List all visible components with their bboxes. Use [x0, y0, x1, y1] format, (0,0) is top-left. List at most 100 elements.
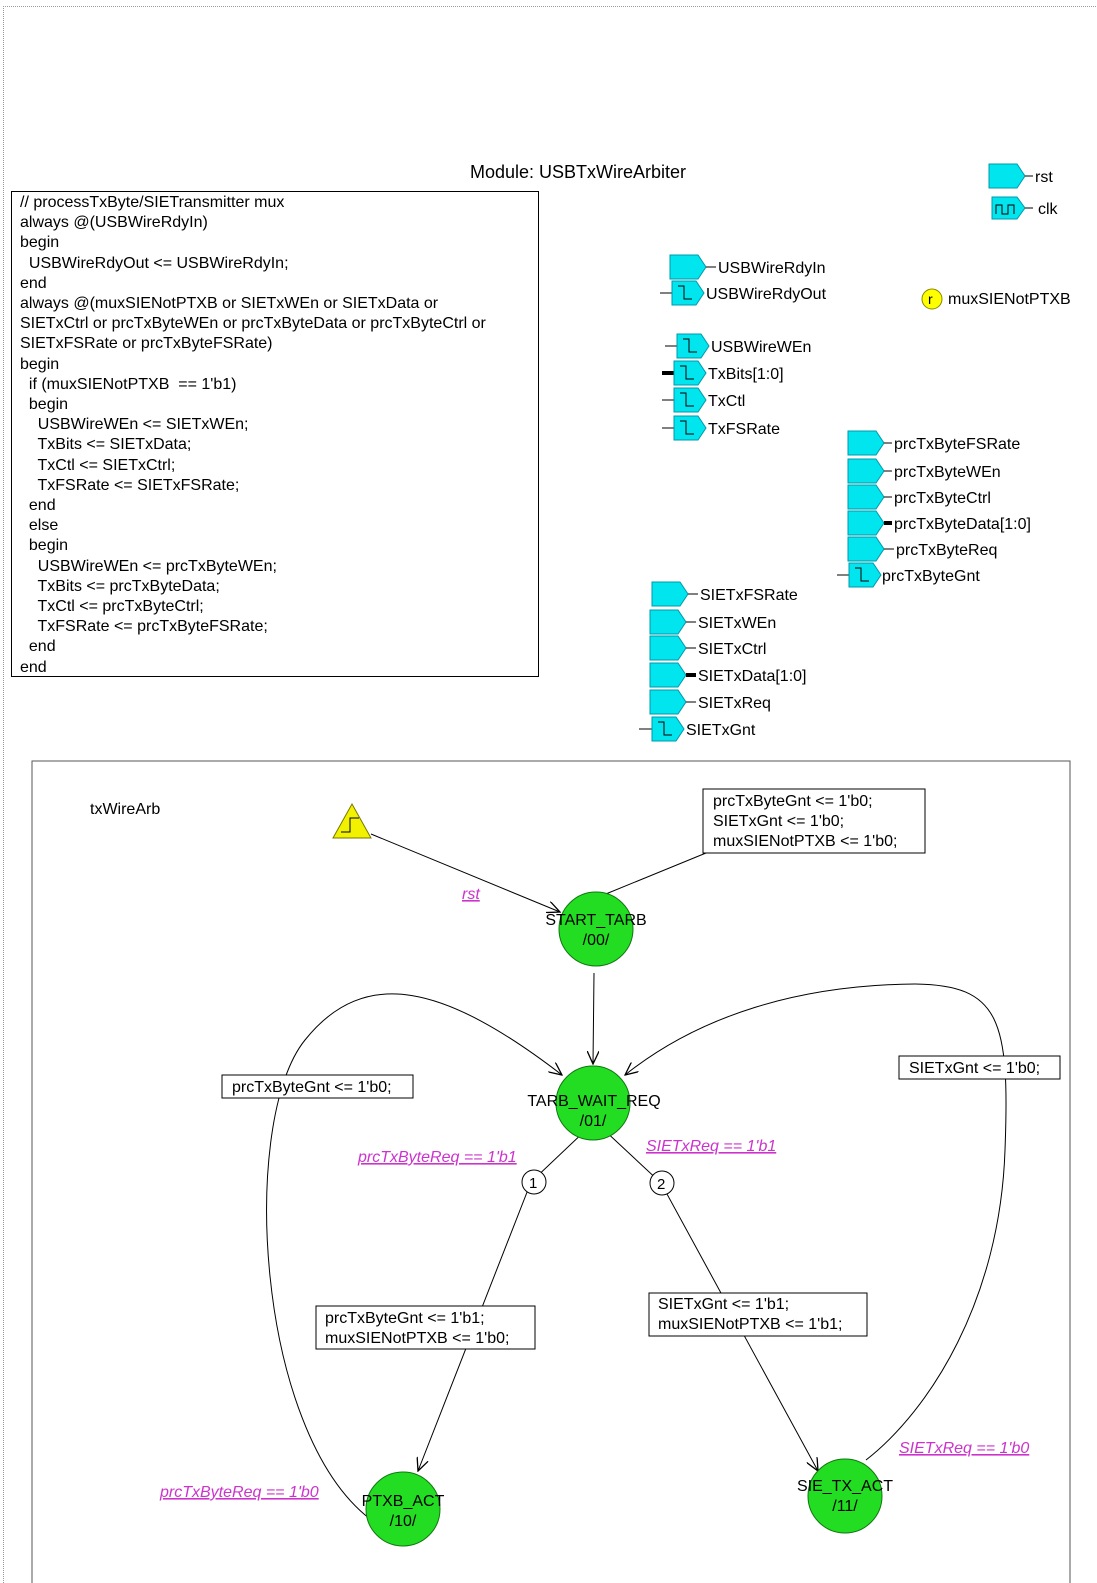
page-border: [3, 6, 1096, 1583]
port-label: USBWireRdyIn: [718, 260, 826, 277]
state-code: /01/: [580, 1113, 607, 1130]
prc-req-port: prcTxByteReq: [847, 536, 997, 562]
code-line: begin: [20, 537, 69, 555]
state-name: START_TARB: [545, 912, 646, 929]
prc-gnt-port: prcTxByteGnt: [837, 562, 980, 588]
sie-return-action-box: SIETxGnt <= 1'b0;: [898, 1055, 1061, 1080]
rst-port: rst: [988, 163, 1053, 189]
txctl-port: TxCtl: [662, 387, 745, 413]
state-ptxb-act: PTXB_ACT /10/: [362, 1471, 445, 1547]
code-line: USBWireWEn <= prcTxByteWEn;: [20, 557, 277, 575]
prc-fsrate-port: prcTxByteFSRate: [847, 430, 1020, 456]
port-label: SIETxCtrl: [698, 641, 766, 658]
register-badge-icon: [921, 288, 943, 310]
fsm-name: txWireArb: [90, 801, 160, 818]
port-label: rst: [1035, 169, 1053, 186]
action-line: SIETxGnt <= 1'b0;: [909, 1060, 1040, 1077]
state-name: SIE_TX_ACT: [797, 1478, 893, 1495]
port-label: clk: [1038, 201, 1059, 218]
code-line: TxFSRate <= SIETxFSRate;: [20, 476, 240, 494]
register-muxSIENotPTXB: r muxSIENotPTXB: [921, 288, 1071, 310]
ptxb-to-wait-transition: [266, 993, 562, 1520]
code-line: USBWireRdyOut <= USBWireRdyIn;: [20, 254, 289, 272]
sie-gnt-port: SIETxGnt: [639, 716, 756, 742]
code-line: else: [20, 517, 59, 535]
register-badge-letter: r: [928, 291, 933, 307]
txbits-port: TxBits[1:0]: [662, 360, 784, 386]
priority-1-marker: 1: [521, 1169, 547, 1195]
cond-prc-req: prcTxByteReq == 1'b1: [357, 1149, 517, 1166]
state-name: PTXB_ACT: [362, 1493, 445, 1510]
code-line: TxCtl <= SIETxCtrl;: [20, 456, 176, 474]
action-line: prcTxByteGnt <= 1'b0;: [713, 793, 873, 810]
state-code: /00/: [583, 932, 610, 949]
usbwire-rdyout-port: USBWireRdyOut: [660, 280, 827, 306]
state-sie-tx-act: SIE_TX_ACT /11/: [797, 1458, 893, 1534]
ptxb-return-action-box: prcTxByteGnt <= 1'b0;: [221, 1074, 414, 1099]
usbwire-wen-port: USBWireWEn: [665, 333, 811, 359]
prc-ctrl-port: prcTxByteCtrl: [847, 484, 991, 510]
ptxb-action-box: prcTxByteGnt <= 1'b1; muxSIENotPTXB <= 1…: [315, 1305, 536, 1350]
code-line: TxBits <= prcTxByteData;: [20, 577, 220, 595]
start-to-wait-transition: [593, 972, 594, 1064]
reset-action-link: [595, 852, 707, 899]
sie-fsrate-port: SIETxFSRate: [651, 581, 798, 607]
code-line: end: [20, 274, 47, 292]
prc-wen-port: prcTxByteWEn: [847, 458, 1001, 484]
state-name: TARB_WAIT_REQ: [527, 1093, 660, 1110]
reset-transition: [370, 833, 560, 912]
action-line: SIETxGnt <= 1'b1;: [658, 1296, 789, 1313]
action-line: muxSIENotPTXB <= 1'b0;: [713, 833, 897, 850]
code-line: USBWireWEn <= SIETxWEn;: [20, 416, 249, 434]
action-line: muxSIENotPTXB <= 1'b0;: [325, 1330, 509, 1347]
code-line: begin: [20, 396, 69, 414]
reset-action-box: prcTxByteGnt <= 1'b0; SIETxGnt <= 1'b0; …: [702, 788, 926, 854]
code-line: end: [20, 638, 56, 656]
prc-data-port: prcTxByteData[1:0]: [847, 510, 1031, 536]
code-line: SIETxCtrl or prcTxByteWEn or prcTxByteDa…: [20, 315, 486, 333]
port-label: SIETxWEn: [698, 615, 776, 632]
usbwire-rdyin-port: USBWireRdyIn: [669, 254, 826, 280]
code-line: begin: [20, 234, 60, 252]
code-line: end: [20, 497, 56, 515]
fsm-frame: [31, 760, 1071, 1583]
cond-sie-req: SIETxReq == 1'b1: [646, 1138, 776, 1155]
action-line: SIETxGnt <= 1'b0;: [713, 813, 844, 830]
reset-symbol: [332, 802, 372, 839]
code-line: always @(muxSIENotPTXB or SIETxWEn or SI…: [20, 295, 439, 313]
port-label: TxCtl: [708, 393, 745, 410]
port-label: prcTxByteFSRate: [894, 436, 1020, 453]
code-line: always @(USBWireRdyIn): [20, 214, 208, 232]
port-label: USBWireRdyOut: [706, 286, 827, 303]
sie-data-port: SIETxData[1:0]: [649, 662, 807, 688]
action-line: muxSIENotPTXB <= 1'b1;: [658, 1316, 842, 1333]
code-line: end: [20, 658, 47, 676]
code-line: TxBits <= SIETxData;: [20, 436, 192, 454]
reset-triangle-icon: [332, 802, 372, 839]
sie-action-box: SIETxGnt <= 1'b1; muxSIENotPTXB <= 1'b1;: [648, 1292, 868, 1337]
reset-condition: rst: [462, 886, 480, 903]
sie-wen-port: SIETxWEn: [649, 609, 776, 635]
port-label: TxBits[1:0]: [708, 366, 784, 383]
state-tarb-wait-req: TARB_WAIT_REQ /01/: [527, 1065, 661, 1141]
port-label: prcTxByteCtrl: [894, 490, 991, 507]
action-line: prcTxByteGnt <= 1'b1;: [325, 1310, 485, 1327]
txfsrate-port: TxFSRate: [662, 415, 780, 441]
code-line: if (muxSIENotPTXB == 1'b1): [20, 375, 237, 393]
priority-2-marker: 2: [649, 1170, 675, 1196]
cond-sie-done: SIETxReq == 1'b0: [899, 1440, 1029, 1457]
port-label: SIETxFSRate: [700, 587, 798, 604]
code-line: // processTxByte/SIETransmitter mux: [20, 194, 285, 211]
priority-label: 2: [657, 1176, 665, 1193]
code-line: begin: [20, 355, 60, 373]
priority-label: 1: [529, 1175, 537, 1192]
verilog-code-box: // processTxByte/SIETransmitter mux alwa…: [11, 191, 539, 677]
port-label: muxSIENotPTXB: [948, 291, 1071, 308]
port-label: prcTxByteWEn: [894, 464, 1001, 481]
port-label: SIETxData[1:0]: [698, 668, 807, 685]
module-title: Module: USBTxWireArbiter: [470, 162, 687, 182]
port-label: TxFSRate: [708, 421, 780, 438]
sie-req-port: SIETxReq: [649, 689, 771, 715]
action-line: prcTxByteGnt <= 1'b0;: [232, 1079, 392, 1096]
